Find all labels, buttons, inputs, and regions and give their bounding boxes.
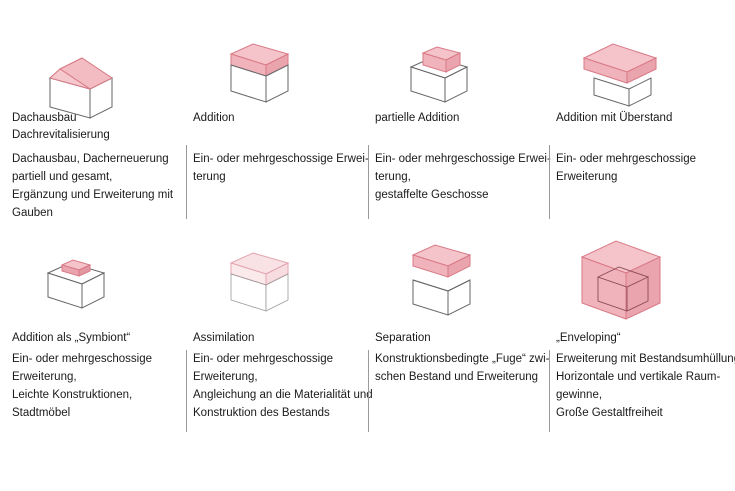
title: „Enveloping“ [556, 332, 621, 344]
title: Addition als „Symbiont“ [12, 332, 131, 344]
description: Ein- oder mehrgeschossige Erwei- terung,… [375, 153, 551, 201]
description: Ein- oder mehrgeschossige Erweiterung, A… [193, 353, 373, 419]
description: Dachausbau, Dacherneuerung partiell und … [12, 153, 174, 219]
separation-icon [411, 244, 472, 316]
title: Separation [375, 332, 431, 344]
overhang-addition-icon [582, 43, 658, 107]
column-divider [368, 350, 369, 432]
title: Addition mit Überstand [556, 112, 673, 124]
title: Assimilation [193, 332, 255, 344]
description: Ein- oder mehrgeschossige Erwei- terung [193, 153, 369, 183]
column-divider [549, 145, 550, 219]
symbiont-addition-icon [46, 259, 106, 309]
description: Ein- oder mehrgeschossige Erweiterung, L… [12, 353, 152, 419]
enveloping-icon [580, 240, 662, 320]
assimilation-icon [229, 252, 290, 312]
title: Addition [193, 112, 235, 124]
column-divider [368, 145, 369, 219]
column-divider [186, 145, 187, 219]
addition-icon [229, 43, 290, 103]
column-divider [186, 350, 187, 432]
partial-addition-icon [409, 46, 469, 103]
description: Konstruktionsbedingte „Fuge“ zwi- schen … [375, 353, 550, 383]
title: Dachausbau [12, 112, 77, 124]
title: partielle Addition [375, 112, 460, 124]
description: Erweiterung mit Bestandsumhüllung Horizo… [556, 353, 735, 419]
subtitle: Dachrevitalisierung [12, 129, 110, 141]
description: Ein- oder mehrgeschossige Erweiterung [556, 153, 696, 183]
column-divider [549, 350, 550, 432]
roof-extension-icon [48, 57, 114, 119]
